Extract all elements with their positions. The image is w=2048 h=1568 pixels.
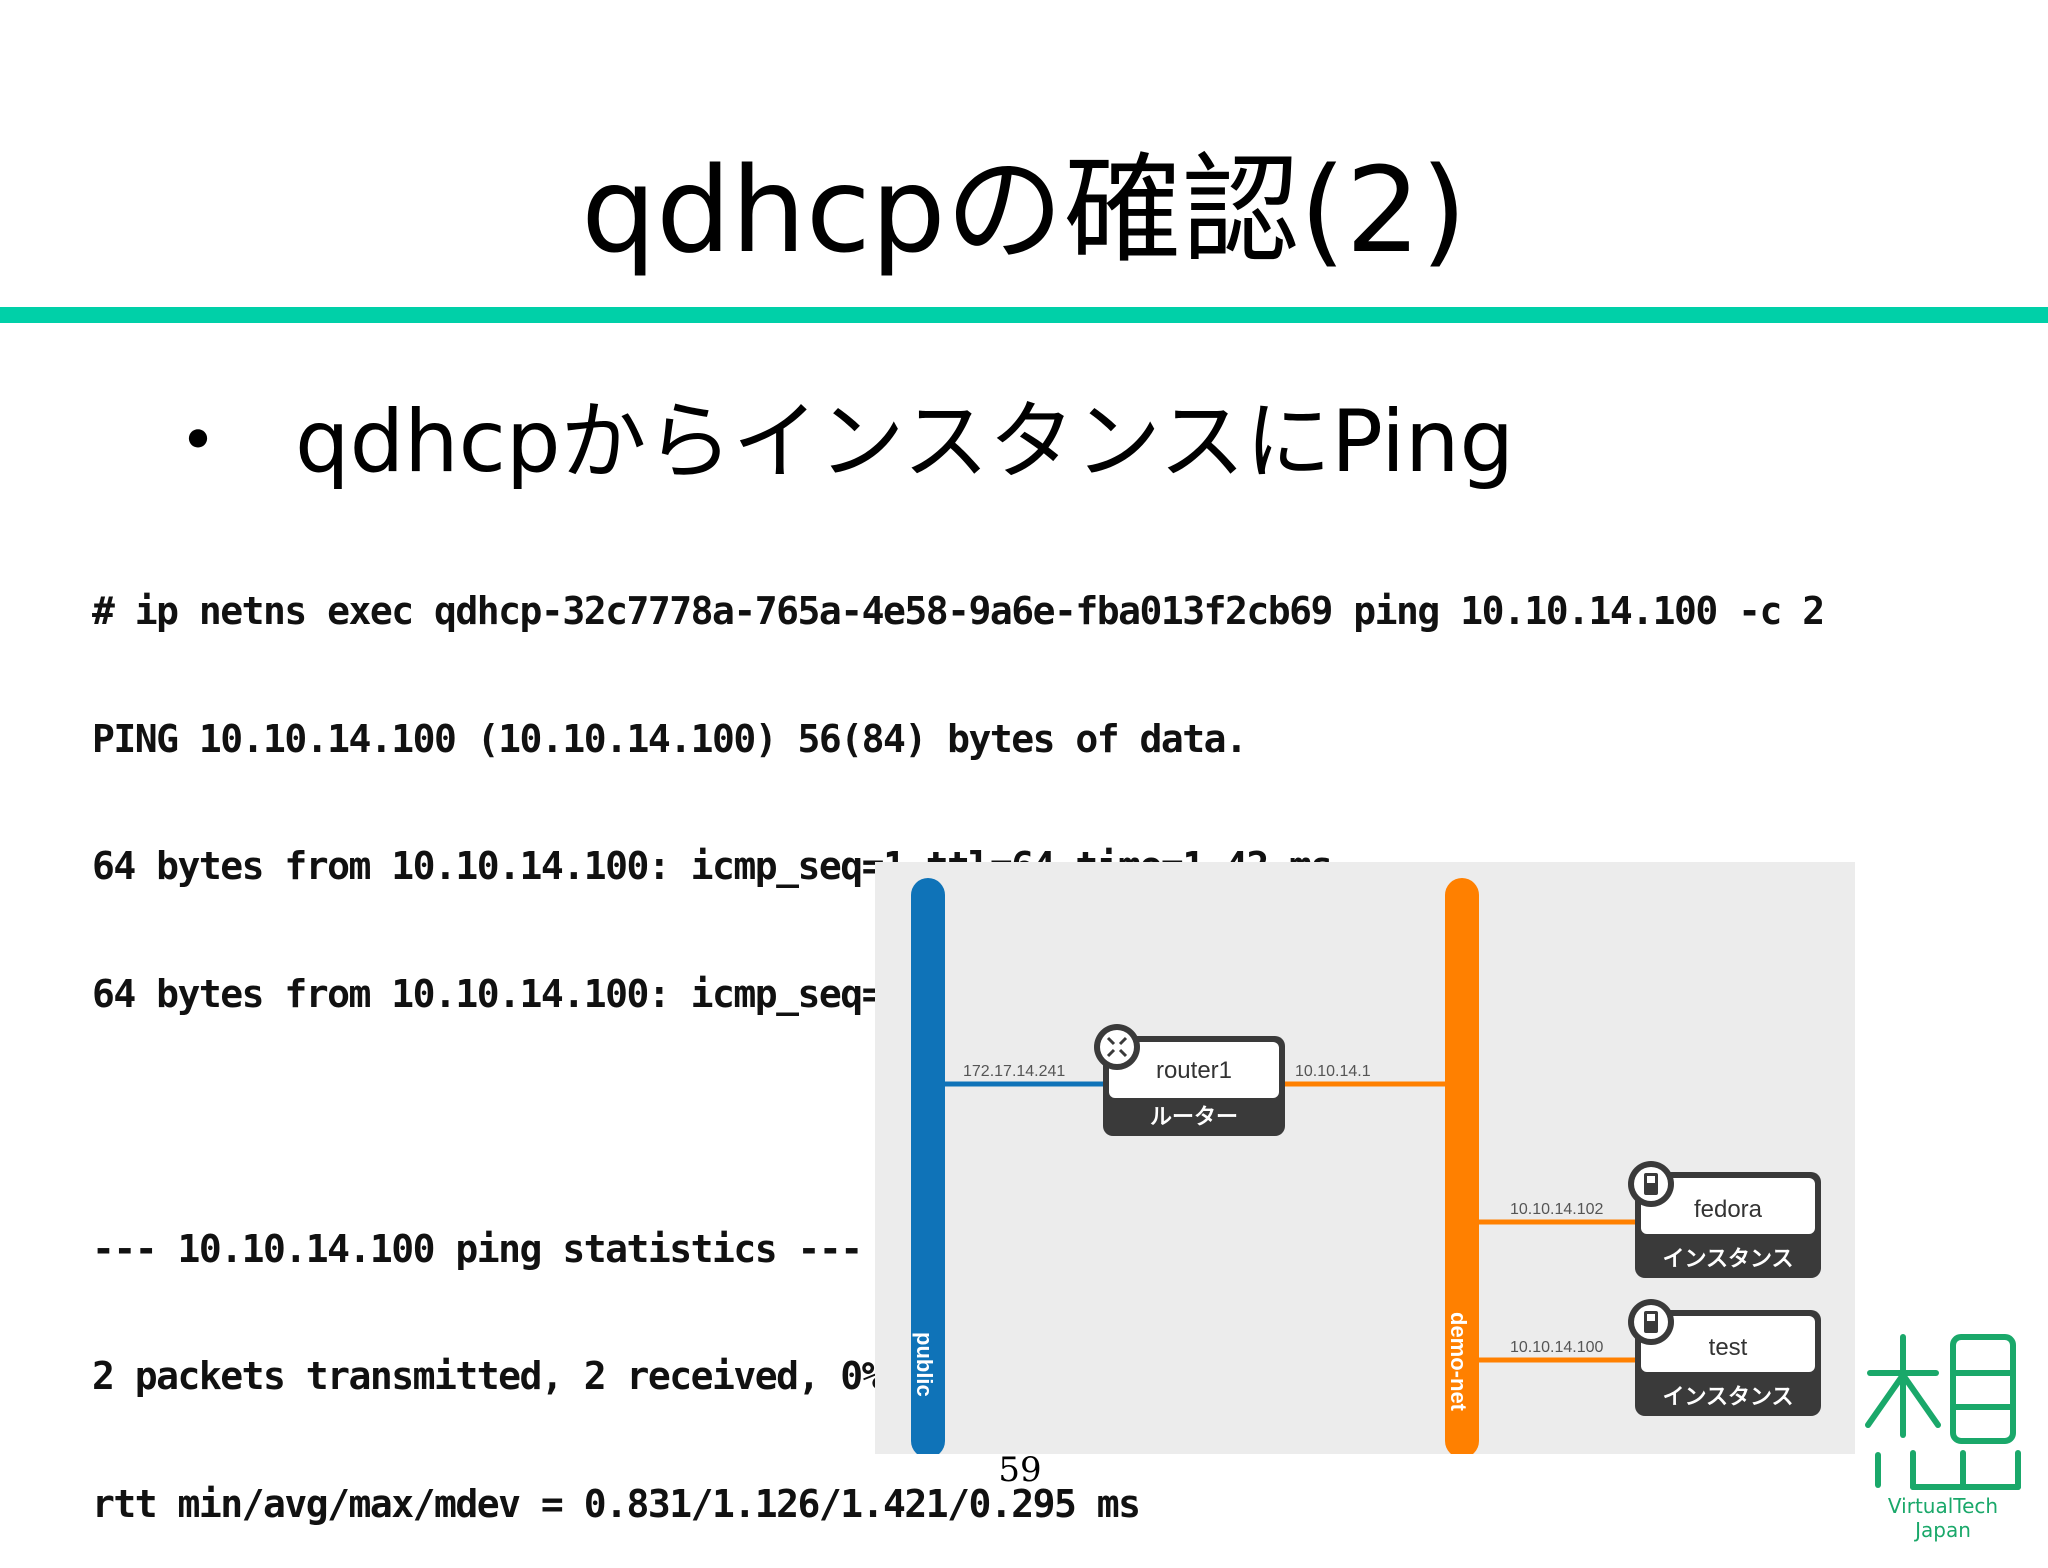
slide-title: qdhcpの確認(2) — [581, 141, 1467, 279]
test-ip: 10.10.14.100 — [1510, 1339, 1604, 1356]
bullet-item: ・ qdhcpからインスタンスにPing — [155, 392, 1514, 492]
bullet-text: qdhcpからインスタンスにPing — [295, 392, 1515, 492]
router-node[interactable]: router1 ルーター — [1094, 1024, 1285, 1136]
page-number: 59 — [998, 1450, 1042, 1490]
router-demo-ip: 10.10.14.1 — [1295, 1063, 1371, 1080]
terminal-output: # ip netns exec qdhcp-32c7778a-765a-4e58… — [92, 505, 1825, 1568]
fedora-ip: 10.10.14.102 — [1510, 1201, 1604, 1218]
terminal-line: rtt min/avg/max/mdev = 0.831/1.126/1.421… — [92, 1481, 1141, 1526]
fedora-type-label: インスタンス — [1662, 1247, 1793, 1272]
bullet-marker: ・ — [155, 392, 241, 492]
logo-text: VirtualTech Japan — [1887, 1494, 1999, 1542]
public-network-label: public — [912, 1332, 937, 1397]
fedora-name: fedora — [1694, 1196, 1763, 1223]
router-public-ip: 172.17.14.241 — [963, 1063, 1065, 1080]
test-type-label: インスタンス — [1662, 1385, 1793, 1410]
server-icon — [1628, 1161, 1674, 1207]
public-network-bar[interactable] — [911, 878, 945, 1454]
terminal-line: # ip netns exec qdhcp-32c7778a-765a-4e58… — [92, 589, 1825, 633]
terminal-line: PING 10.10.14.100 (10.10.14.100) 56(84) … — [92, 716, 1248, 761]
test-name: test — [1709, 1334, 1748, 1361]
topology-svg: public demo-net 172.17.14.241 10.10.14.1… — [911, 878, 1821, 1454]
terminal-line: --- 10.10.14.100 ping statistics --- — [92, 1226, 863, 1271]
test-instance-node[interactable]: test インスタンス — [1628, 1299, 1821, 1416]
router-type-label: ルーター — [1150, 1105, 1238, 1130]
demo-network-bar[interactable] — [1445, 878, 1479, 1454]
router-icon — [1094, 1024, 1140, 1070]
network-topology-diagram: public demo-net 172.17.14.241 10.10.14.1… — [875, 862, 1855, 1454]
virtualtech-logo — [1865, 1334, 2021, 1490]
title-divider — [0, 307, 2048, 323]
server-icon — [1628, 1299, 1674, 1345]
fedora-instance-node[interactable]: fedora インスタンス — [1628, 1161, 1821, 1278]
demo-network-label: demo-net — [1446, 1312, 1471, 1412]
router-name: router1 — [1156, 1057, 1232, 1084]
